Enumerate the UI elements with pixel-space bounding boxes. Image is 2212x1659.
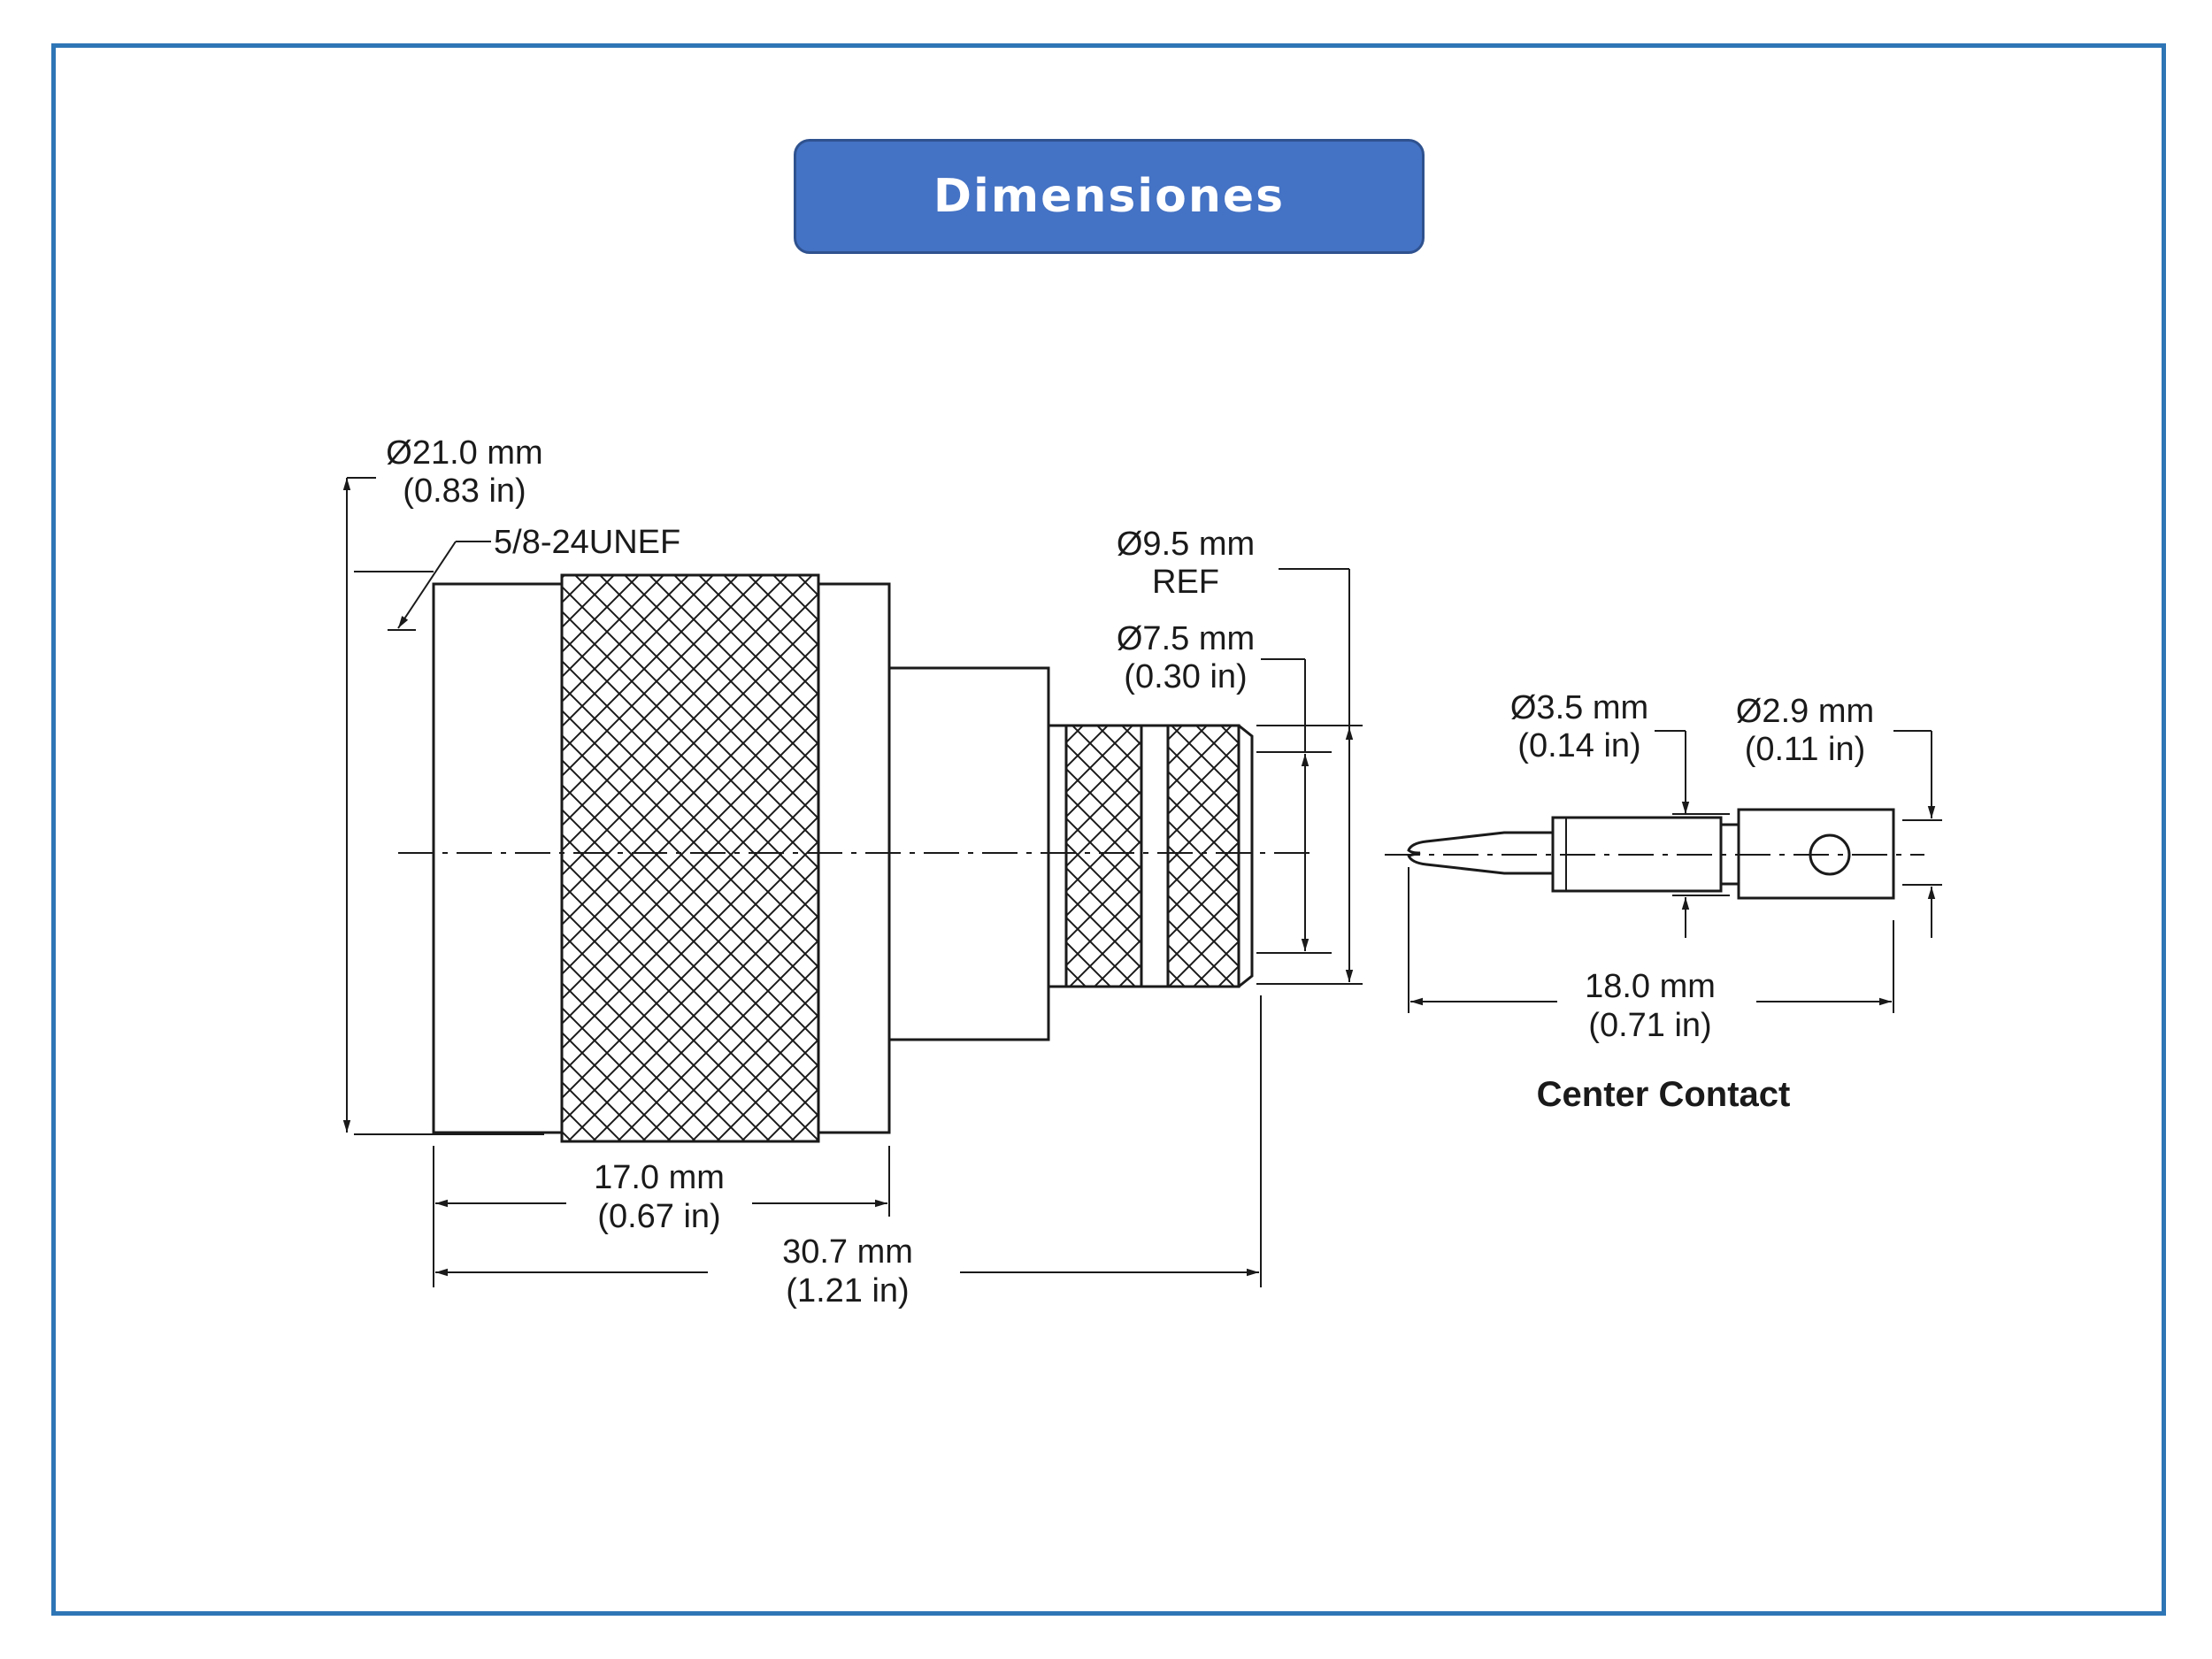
nut-length-dimension	[433, 1146, 890, 1287]
nut-length-mm-label: 17.0 mm	[594, 1159, 725, 1196]
contact-length-in-label: (0.71 in)	[1588, 1007, 1711, 1044]
overall-length-mm-label: 30.7 mm	[782, 1233, 913, 1271]
contact-body-diameter-dimension	[1893, 730, 1942, 938]
flange-diameter-in-label: (0.83 in)	[403, 472, 526, 510]
center-contact-caption: Center Contact	[1537, 1075, 1791, 1114]
crimp-diameter-in-label: (0.30 in)	[1124, 658, 1247, 695]
connector-body	[432, 573, 1254, 1143]
pin-diameter-in-label: (0.14 in)	[1517, 727, 1640, 764]
contact-pin-diameter-dimension	[1655, 730, 1730, 938]
ref-diameter-ref-label: REF	[1152, 564, 1219, 601]
contact-length-dimension	[1408, 867, 1894, 1013]
body-diameter-in-label: (0.11 in)	[1745, 731, 1866, 768]
crimp-diameter-dimension	[1256, 658, 1332, 954]
thread-label: 5/8-24UNEF	[494, 524, 680, 561]
thread-leader	[388, 541, 491, 631]
contact-length-mm-label: 18.0 mm	[1585, 968, 1716, 1005]
flange-diameter-dimension	[342, 477, 544, 1135]
title-banner: Dimensiones	[794, 139, 1425, 254]
overall-length-in-label: (1.21 in)	[786, 1272, 909, 1310]
overall-length-dimension	[435, 995, 1262, 1287]
flange-diameter-mm-label: Ø21.0 mm	[386, 434, 542, 472]
center-contact	[1385, 808, 1924, 900]
nut-length-in-label: (0.67 in)	[597, 1198, 720, 1235]
body-diameter-mm-label: Ø2.9 mm	[1736, 693, 1874, 730]
ref-diameter-dimension	[1256, 568, 1363, 985]
pin-diameter-mm-label: Ø3.5 mm	[1510, 689, 1648, 726]
page-title: Dimensiones	[933, 170, 1286, 223]
crimp-diameter-mm-label: Ø7.5 mm	[1117, 620, 1255, 657]
ref-diameter-mm-label: Ø9.5 mm	[1117, 526, 1255, 563]
